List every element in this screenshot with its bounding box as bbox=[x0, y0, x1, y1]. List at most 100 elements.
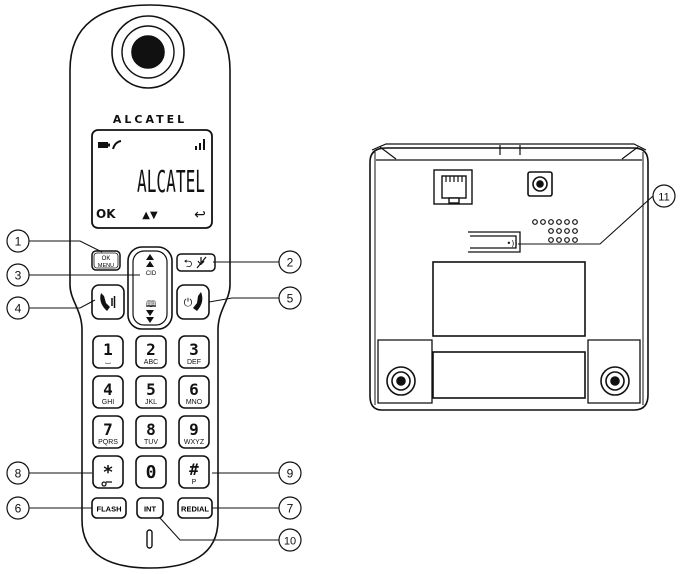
redial-button[interactable]: REDIAL bbox=[177, 497, 213, 519]
softkey-ok-label: OK bbox=[96, 207, 116, 221]
base-station: •)) bbox=[369, 143, 649, 411]
lcd-screen: ALCATEL OK ▲▼ ↩ bbox=[91, 129, 213, 229]
flash-button[interactable]: FLASH bbox=[91, 497, 127, 519]
label-recess-upper bbox=[432, 261, 586, 337]
speaker-hole bbox=[548, 228, 554, 234]
cid-label: CID bbox=[146, 271, 157, 277]
handset-status-icon bbox=[112, 140, 122, 150]
earpiece bbox=[111, 15, 185, 89]
talk-icon bbox=[100, 293, 110, 311]
key-letters: ⌴ bbox=[105, 359, 111, 366]
power-socket-icon bbox=[527, 171, 553, 197]
key-digit: * bbox=[103, 462, 114, 483]
callout-11: 11 bbox=[652, 184, 676, 208]
softkey-updown-label: ▲▼ bbox=[142, 210, 158, 221]
int-button[interactable]: INT bbox=[136, 497, 164, 519]
key-letters: PQRS bbox=[98, 439, 118, 446]
key-letters: GHI bbox=[102, 399, 115, 406]
speaker-hole bbox=[572, 228, 578, 234]
key-digit: 7 bbox=[103, 420, 113, 439]
handset bbox=[69, 4, 231, 569]
redial-label: REDIAL bbox=[181, 505, 209, 514]
callout-7: 7 bbox=[278, 496, 302, 520]
key-digit: # bbox=[189, 460, 199, 479]
key-letters: DEF bbox=[187, 359, 201, 366]
key-digit: 3 bbox=[189, 340, 199, 359]
callout-5: 5 bbox=[278, 286, 302, 310]
speaker-hole bbox=[548, 237, 554, 243]
key-digit: 5 bbox=[146, 380, 156, 399]
flash-label: FLASH bbox=[97, 505, 122, 514]
svg-text:2: 2 bbox=[287, 256, 294, 270]
back-icon: ⮌ bbox=[184, 257, 193, 270]
svg-text:3: 3 bbox=[15, 269, 22, 283]
key-digit: 6 bbox=[189, 380, 199, 399]
speaker-hole bbox=[556, 228, 562, 234]
power-icon: ⏻ bbox=[184, 296, 193, 309]
end-power-button[interactable]: ⏻ bbox=[176, 284, 210, 320]
callout-6: 6 bbox=[6, 496, 30, 520]
speaker-hole bbox=[564, 228, 570, 234]
ok-label: OK bbox=[102, 256, 111, 262]
microphone bbox=[146, 529, 153, 549]
svg-text:6: 6 bbox=[15, 502, 22, 516]
handset-body bbox=[69, 4, 231, 569]
ok-menu-button[interactable]: OK MENU bbox=[91, 250, 121, 271]
callout-2: 2 bbox=[278, 250, 302, 274]
key-digit: 2 bbox=[146, 340, 156, 359]
softkey-back-label: ↩ bbox=[194, 207, 206, 223]
svg-text:5: 5 bbox=[287, 292, 294, 306]
talk-button[interactable] bbox=[91, 284, 125, 320]
navigation-key[interactable]: CID 🕮 bbox=[127, 246, 173, 330]
speaker-hole bbox=[548, 219, 554, 225]
svg-text:4: 4 bbox=[15, 302, 22, 316]
callout-8: 8 bbox=[6, 461, 30, 485]
back-mute-button[interactable]: ⮌ bbox=[176, 253, 216, 272]
speaker-hole bbox=[572, 219, 578, 225]
svg-text:11: 11 bbox=[658, 192, 669, 204]
wall-mount-screw-icon bbox=[386, 366, 416, 396]
svg-text:7: 7 bbox=[287, 502, 294, 516]
speaker-grille bbox=[532, 219, 578, 243]
callout-9: 9 bbox=[278, 461, 302, 485]
paging-icon: •)) bbox=[507, 239, 518, 248]
battery-icon bbox=[98, 142, 110, 148]
menu-label: MENU bbox=[98, 263, 114, 269]
key-star[interactable]: * bbox=[92, 455, 124, 489]
paging-button[interactable]: •)) bbox=[468, 231, 521, 253]
lcd-display-text: ALCATEL bbox=[137, 165, 205, 200]
ringer-icon bbox=[111, 296, 116, 308]
callout-3: 3 bbox=[6, 263, 30, 287]
svg-text:10: 10 bbox=[284, 536, 296, 548]
int-label: INT bbox=[144, 505, 157, 514]
key-digit: 1 bbox=[103, 340, 113, 359]
speaker-hole bbox=[532, 219, 538, 225]
phone-jack-icon bbox=[433, 169, 473, 205]
phonebook-icon: 🕮 bbox=[146, 300, 157, 310]
key-digit: 8 bbox=[146, 420, 156, 439]
key-0[interactable]: 0 bbox=[135, 455, 167, 489]
nav-down-arrow-icon bbox=[146, 310, 154, 323]
speaker-hole bbox=[572, 237, 578, 243]
svg-text:9: 9 bbox=[287, 467, 294, 481]
callout-10: 10 bbox=[278, 528, 302, 552]
svg-text:1: 1 bbox=[15, 235, 22, 249]
key-digit: 0 bbox=[146, 462, 157, 483]
nav-up-arrow-icon bbox=[146, 254, 154, 267]
key-letters: JKL bbox=[145, 399, 157, 406]
speaker-hole bbox=[556, 237, 562, 243]
key-letters: WXYZ bbox=[184, 439, 205, 446]
key-1[interactable]: 1⌴ bbox=[92, 335, 124, 369]
base-outline bbox=[369, 147, 649, 411]
key-hash[interactable]: #P bbox=[178, 455, 210, 489]
end-call-icon bbox=[193, 292, 203, 311]
